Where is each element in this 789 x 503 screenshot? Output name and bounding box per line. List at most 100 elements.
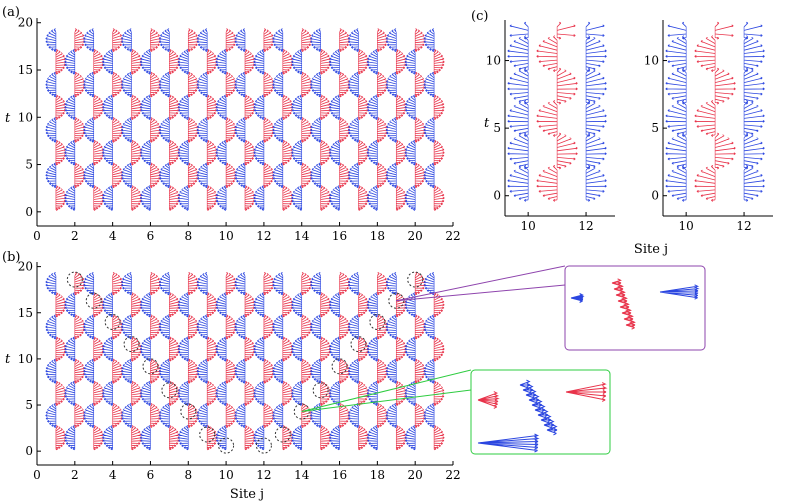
defect-circle (180, 403, 197, 420)
panel-b-y-tick-label: 0 (25, 444, 33, 458)
panel-a-fan (215, 94, 227, 121)
panel-c-fan (665, 35, 687, 72)
defect-circle (142, 358, 159, 375)
panel-b-fan (102, 336, 113, 362)
panel-b-fan (139, 336, 151, 362)
panel-a-fan (83, 28, 95, 52)
panel-b-fan (131, 425, 143, 451)
panel-a-fan (215, 139, 227, 166)
panel-a-fan (339, 117, 351, 143)
panel-c-right-y-tick-label: 10 (644, 54, 659, 68)
defect-circle (407, 271, 424, 288)
panel-b-fan (64, 292, 76, 318)
panel-b-fan (112, 402, 124, 429)
panel-a-fan (358, 94, 370, 121)
panel-b-fan (102, 380, 113, 406)
panel-a-fan (177, 139, 189, 166)
panel-a-fan (253, 139, 265, 166)
panel-c-fan (694, 100, 716, 137)
panel-a-fan (272, 28, 284, 52)
zoom-line-green (301, 369, 472, 412)
defect-circle (350, 336, 367, 353)
panel-b-fan (414, 271, 426, 296)
defect-circle (293, 403, 310, 420)
panel-a-fan (272, 117, 284, 143)
panel-a-fan (120, 117, 132, 143)
panel-c-right-arrows (665, 21, 765, 202)
panel-b-x-tick-label: 18 (370, 468, 385, 482)
panel-a-fan (150, 28, 161, 52)
panel-b-fan (366, 380, 378, 406)
panel-a-fan (234, 71, 246, 98)
panel-a-fan (328, 185, 340, 211)
panel-a-fan (64, 139, 76, 166)
panel-a-fan (196, 117, 208, 143)
panel-a-x-tick-label: 18 (370, 229, 385, 243)
panel-b-fan (423, 314, 435, 340)
panel-b-fan (177, 292, 189, 318)
panel-c-right-x-tick-label: 12 (736, 219, 751, 233)
panel-a-fan (433, 139, 445, 166)
panel-b-fan (377, 271, 388, 296)
panel-a-y-tick-label: 0 (25, 205, 33, 219)
panel-c-fan (585, 67, 607, 105)
panel-a-fan (102, 49, 113, 75)
panel-b-fan (253, 425, 265, 451)
panel-b-fan (83, 402, 95, 429)
panel-a-fan (385, 71, 397, 98)
panel-a-x-tick-label: 4 (109, 229, 117, 243)
panel-b-fan (45, 358, 57, 384)
panel-b-x-tick-label: 14 (294, 468, 310, 482)
panel-a-fan (131, 94, 143, 121)
panel-a-fan (414, 28, 426, 52)
panel-b-fan (328, 292, 340, 318)
defect-circle (161, 382, 178, 399)
panel-a-fan (385, 28, 397, 52)
panel-b-fan (310, 271, 321, 296)
panel-a-fan (131, 139, 143, 166)
panel-b-fan (433, 380, 445, 406)
panel-b-fan (45, 314, 57, 340)
panel-b-fan (196, 271, 208, 296)
zoom-purple-fan (613, 284, 624, 294)
panel-b-fan (177, 380, 189, 406)
panel-a-fan (120, 162, 132, 189)
panel-b-fan (358, 425, 370, 451)
panel-b-fan (272, 358, 284, 384)
panel-b-fan (196, 314, 208, 340)
panel-b-fan (291, 292, 303, 318)
panel-a-fan (64, 49, 76, 75)
panel-a-fan (253, 185, 265, 211)
panel-b-fan (328, 380, 340, 406)
panel-a-fan (121, 28, 132, 52)
panel-a-fan (385, 162, 397, 189)
panel-b-fan (158, 314, 170, 340)
zoom-purple-fan (623, 314, 634, 324)
panel-a-fan (404, 139, 416, 166)
panel-a-fan (177, 94, 189, 121)
panel-b-fan (120, 358, 132, 384)
defect-circle (66, 271, 83, 288)
panel-c-fan (694, 35, 716, 72)
panel-a-fan (225, 28, 237, 52)
panel-b-fan (215, 380, 227, 406)
panel-b-fan (366, 425, 378, 451)
zoom-green-fan (546, 424, 558, 436)
panel-a-fan (328, 49, 340, 75)
panel-b-fan (139, 292, 151, 318)
panel-a-fan (64, 94, 76, 121)
panel-b-fan (215, 292, 227, 318)
panel-b-x-tick-label: 6 (147, 468, 155, 482)
panel-b-fan (225, 271, 237, 296)
zoom-purple-fan (619, 302, 630, 312)
panel-b-fan (196, 358, 208, 384)
panel-a-fan (83, 162, 95, 189)
panel-b-x-tick-label: 12 (256, 468, 271, 482)
zoom-green-fan (477, 391, 500, 409)
panel-b-fan (215, 425, 227, 451)
panel-a-fan (310, 117, 321, 143)
panel-a-fan (177, 49, 189, 75)
panel-c-fan (743, 132, 765, 170)
